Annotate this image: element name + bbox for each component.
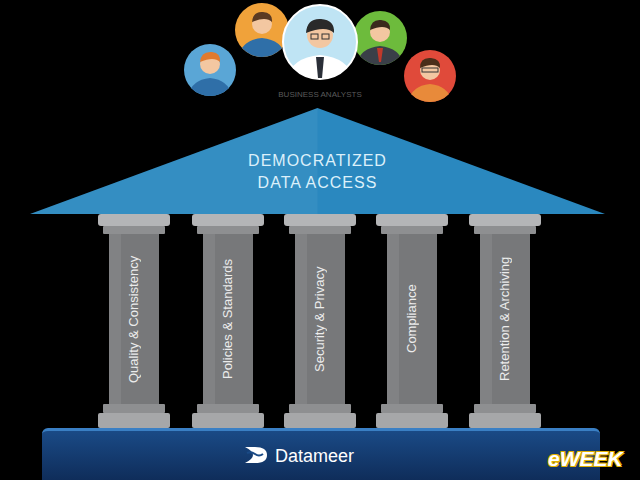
avatar bbox=[235, 3, 289, 60]
foundation-band: Datameer bbox=[42, 428, 600, 480]
avatar bbox=[404, 50, 456, 104]
pillar-part bbox=[103, 226, 165, 234]
datameer-logo bbox=[243, 444, 269, 466]
roof-title: DEMOCRATIZED DATA ACCESS bbox=[243, 150, 393, 194]
pillar-part bbox=[197, 226, 259, 234]
pillar-label: Retention & Archiving bbox=[480, 236, 530, 402]
pillar-part bbox=[98, 413, 170, 428]
pillar-part bbox=[192, 413, 264, 428]
pillar-part bbox=[480, 234, 530, 404]
pillar-part bbox=[192, 214, 264, 226]
avatar bbox=[353, 11, 407, 68]
pillar-part bbox=[289, 404, 351, 413]
pillar-highlight bbox=[387, 234, 399, 404]
pillar-part bbox=[376, 413, 448, 428]
pillar-part bbox=[469, 214, 541, 226]
pillar-part bbox=[103, 404, 165, 413]
pillar-part bbox=[376, 214, 448, 226]
pillar-highlight bbox=[480, 234, 492, 404]
pillar-part bbox=[284, 413, 356, 428]
pillar-part bbox=[203, 234, 253, 404]
pillar-label: Compliance bbox=[387, 236, 437, 402]
pillar-part bbox=[98, 214, 170, 226]
watermark: eWEEK bbox=[548, 447, 634, 471]
pediment-roof: DEMOCRATIZED DATA ACCESS bbox=[30, 108, 605, 214]
pillar-part bbox=[381, 404, 443, 413]
pillar-column: Policies & Standards bbox=[192, 214, 264, 428]
pillar-part bbox=[387, 234, 437, 404]
pillar-label: Security & Privacy bbox=[295, 236, 345, 402]
avatar bbox=[283, 5, 357, 84]
pillar-part bbox=[289, 226, 351, 234]
pillar-part bbox=[474, 404, 536, 413]
pillar-column: Security & Privacy bbox=[284, 214, 356, 428]
pillar-part bbox=[295, 234, 345, 404]
pediment-triangle bbox=[30, 108, 605, 214]
pillar-part bbox=[197, 404, 259, 413]
pillar-highlight bbox=[203, 234, 215, 404]
logo-wave bbox=[247, 452, 263, 455]
pillar-column: Quality & Consistency bbox=[98, 214, 170, 428]
pillar-part bbox=[469, 413, 541, 428]
pillar-column: Retention & Archiving bbox=[469, 214, 541, 428]
pillar-part bbox=[381, 226, 443, 234]
brand-name: Datameer bbox=[275, 445, 354, 467]
pillar-part bbox=[109, 234, 159, 404]
pillar-column: Compliance bbox=[376, 214, 448, 428]
pillar-highlight bbox=[295, 234, 307, 404]
pillar-part bbox=[284, 214, 356, 226]
avatar bbox=[184, 44, 236, 98]
logo-mark bbox=[245, 447, 267, 463]
pillar-label: Policies & Standards bbox=[203, 236, 253, 402]
pillar-part bbox=[474, 226, 536, 234]
pillar-highlight bbox=[109, 234, 121, 404]
group-caption: BUSINESS ANALYSTS bbox=[220, 90, 420, 99]
pillar-label: Quality & Consistency bbox=[109, 236, 159, 402]
